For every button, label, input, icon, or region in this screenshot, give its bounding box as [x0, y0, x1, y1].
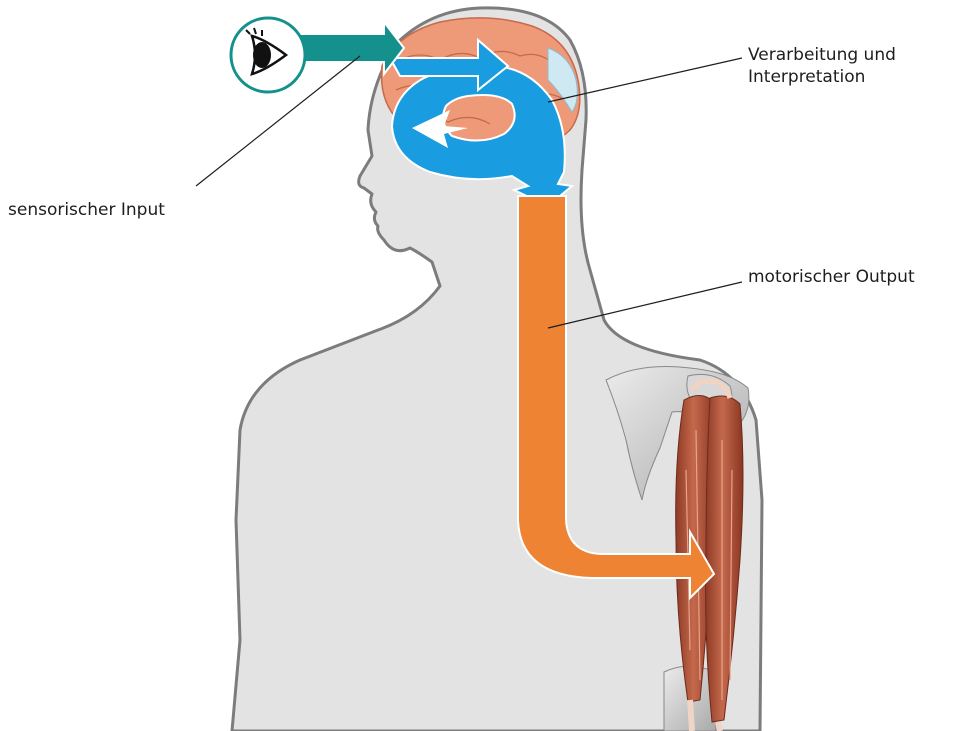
motor-output-label: motorischer Output — [748, 266, 915, 288]
processing-label: Verarbeitung und Interpretation — [748, 44, 896, 88]
sensory-input-arrow — [300, 22, 404, 74]
sensory-input-label: sensorischer Input — [8, 199, 165, 221]
eye-icon — [231, 18, 305, 92]
processing-label-line2: Interpretation — [748, 66, 896, 88]
processing-label-line1: Verarbeitung und — [748, 44, 896, 66]
